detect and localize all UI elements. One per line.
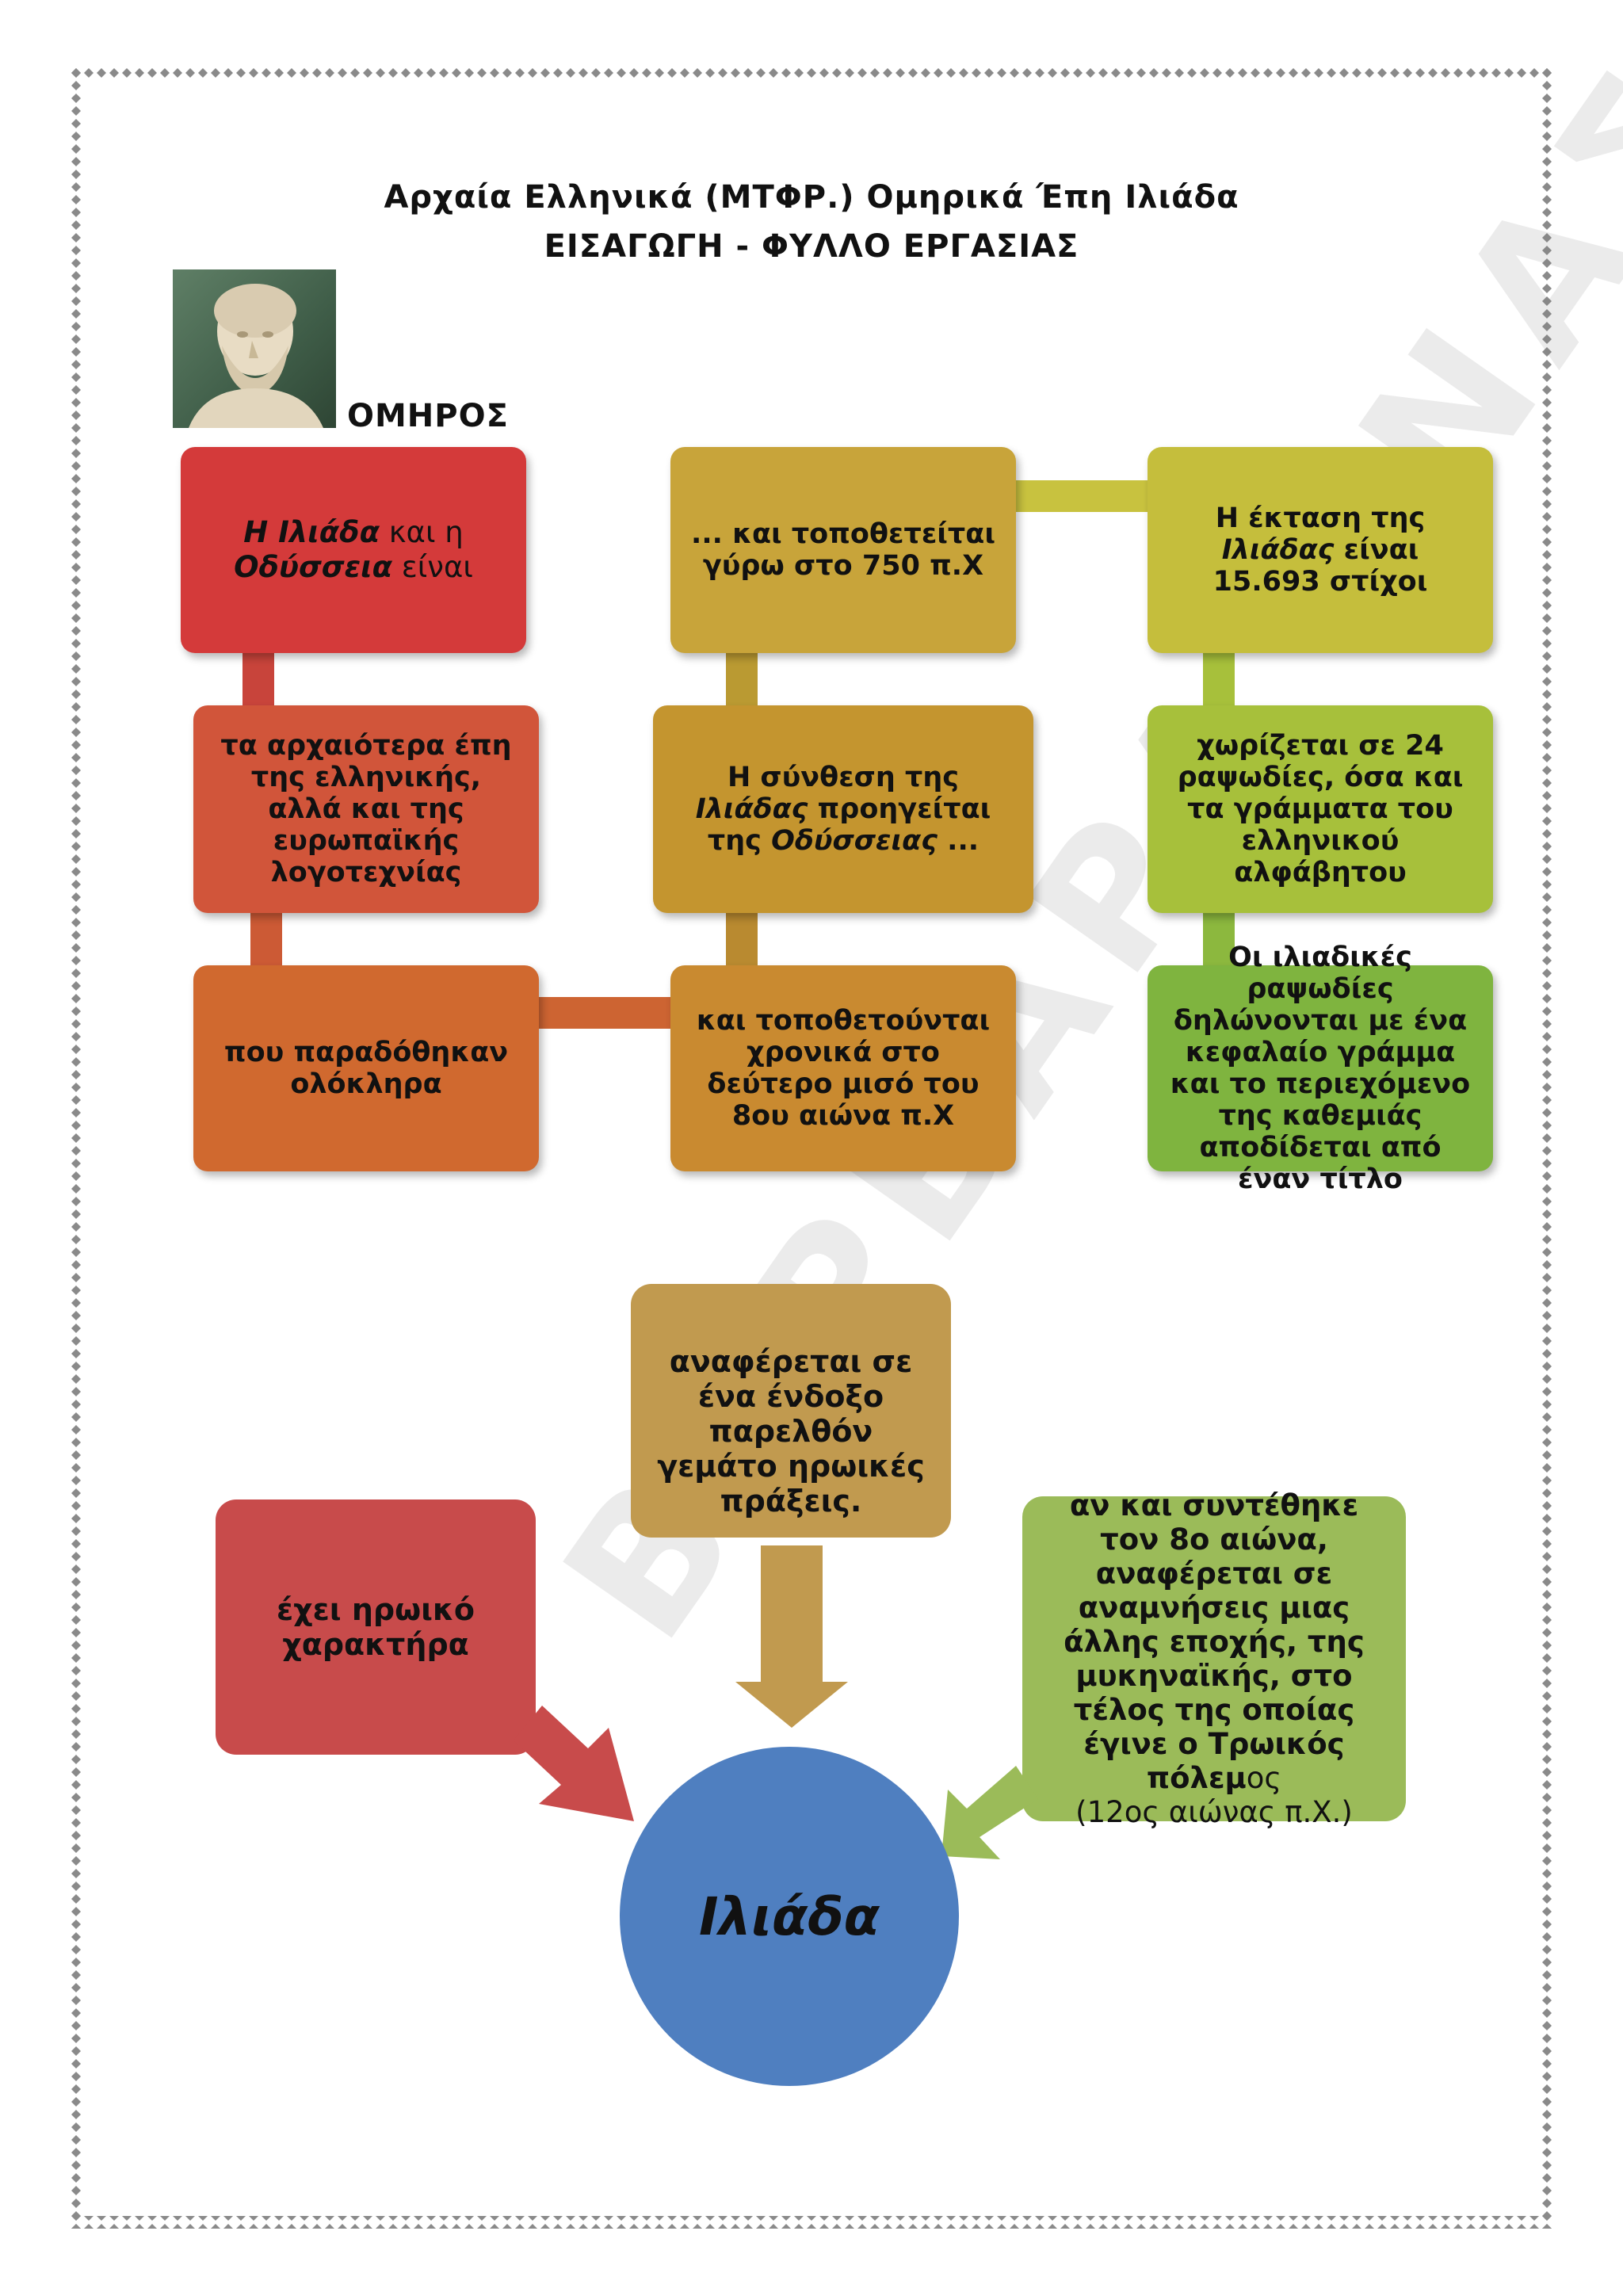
- arrow-from-mycenaean: [941, 1766, 1038, 1859]
- arrow-from-past: [735, 1545, 848, 1728]
- iliad-circle-label: Ιλιάδα: [699, 1886, 880, 1947]
- iliad-circle: Ιλιάδα: [620, 1747, 959, 2086]
- arrow-from-heroic: [514, 1706, 634, 1821]
